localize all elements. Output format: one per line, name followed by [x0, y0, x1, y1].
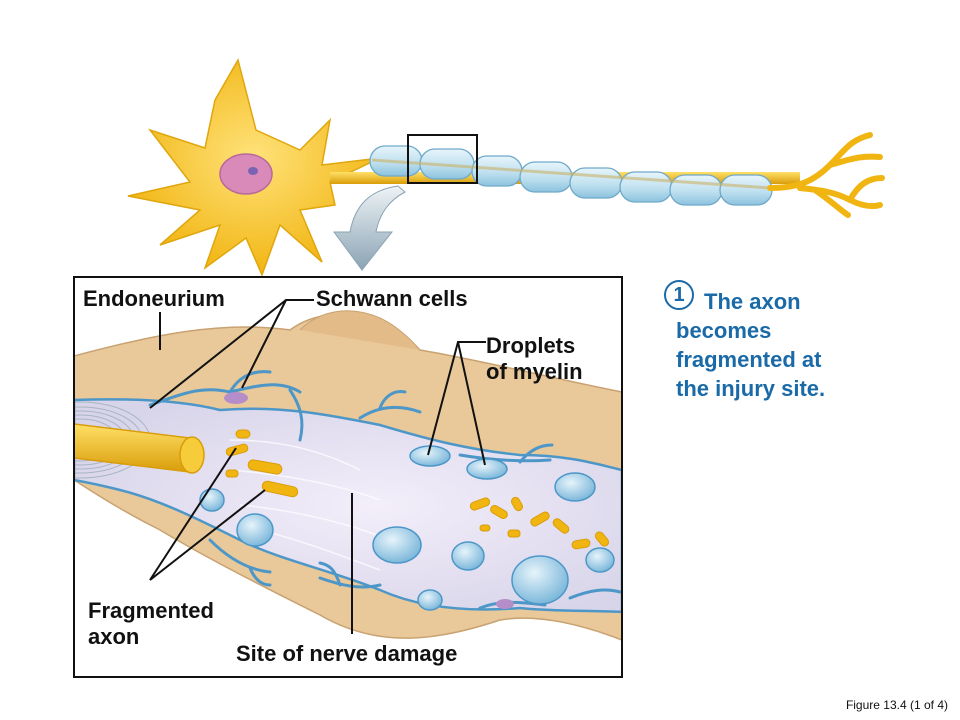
label-droplets-of-myelin: Droplets of myelin: [486, 333, 606, 385]
neuron-nucleus: [219, 153, 273, 195]
label-fragmented-line2: axon: [88, 624, 140, 649]
label-site-of-nerve-damage: Site of nerve damage: [236, 641, 458, 666]
leader-lines: [149, 299, 486, 634]
inset-frame: [73, 276, 623, 678]
step-description: The axon becomes fragmented at the injur…: [676, 287, 916, 403]
label-fragmented-line1: Fragmented: [88, 598, 214, 623]
label-droplets-line2: of myelin: [486, 359, 583, 384]
step-text-line3: fragmented at: [676, 347, 822, 372]
label-droplets-line1: Droplets: [486, 333, 576, 358]
axon-fragments: [225, 429, 610, 550]
label-schwann-cells: Schwann cells: [316, 286, 468, 311]
step-number-badge: 1: [664, 280, 694, 310]
schwann-nucleus: [224, 392, 248, 404]
figure-caption: Figure 13.4 (1 of 4): [845, 698, 948, 712]
myelin-sheath-segments: [369, 145, 773, 206]
step-text-line4: the injury site.: [676, 376, 826, 401]
schwann-nucleus: [496, 599, 514, 609]
label-endoneurium: Endoneurium: [83, 286, 225, 311]
zoom-region-box: [407, 134, 478, 184]
step-text-line2: becomes: [676, 318, 772, 343]
nucleolus: [248, 167, 258, 175]
myelin-droplets: [199, 445, 615, 611]
step-text-line1: The axon: [704, 289, 801, 314]
intact-axon: [74, 423, 205, 474]
zoom-arrow: [333, 185, 406, 271]
label-fragmented-axon: Fragmented axon: [88, 598, 258, 650]
axon-terminal: [767, 132, 885, 218]
endoneurial-tube: [74, 398, 622, 614]
